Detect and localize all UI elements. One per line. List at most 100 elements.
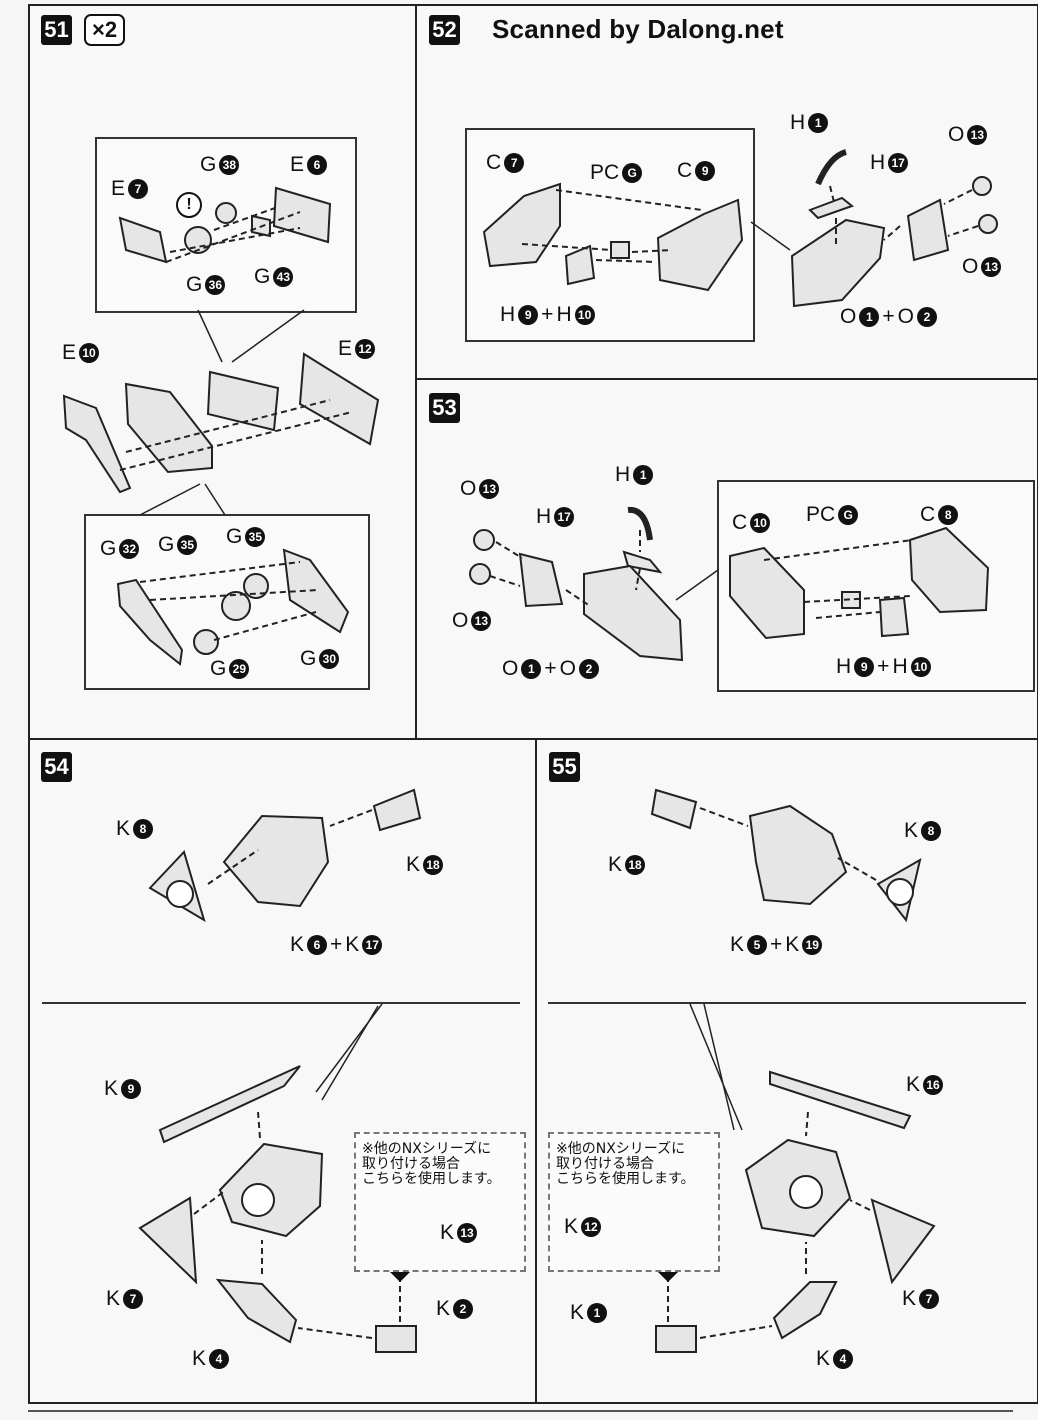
step-number: 54 [41,752,72,782]
k18-part [372,788,422,832]
k8-part [148,850,206,923]
center-block-part [206,370,280,432]
pc-g-part [841,591,861,609]
k7-part [870,1198,936,1285]
main-assembly-left [583,564,684,662]
k16-part [769,1070,912,1130]
step53-parts-drawing [469,506,990,662]
step51-parts-drawing [62,186,380,666]
part-number-badge: 10 [574,305,595,325]
part-number-badge: 1 [587,1303,608,1323]
part-number-badge: 8 [133,819,154,839]
note-text: ※他のNXシリーズに 取り付ける場合 こちらを使用します。 [362,1141,501,1187]
g29-part [193,629,219,655]
part-number-badge: 12 [581,1217,602,1237]
e6-part [272,186,332,244]
k9-part [158,1065,301,1144]
part-number-badge: 13 [981,257,1002,277]
scan-credit: Scanned by Dalong.net [492,14,784,44]
part-number-badge: 4 [209,1349,230,1369]
h17-part [808,196,855,220]
h17-part [622,550,663,574]
g30-part [282,548,350,634]
part-number-badge: 18 [423,855,444,875]
part-number-badge: 2 [916,307,937,327]
part-number-badge: 29 [229,659,250,679]
g35-ball-a [221,591,251,621]
part-number-badge: 9 [854,657,875,677]
center-assembly [744,1138,852,1238]
part-number-badge: 36 [205,275,226,295]
o13-cap-a [972,176,992,196]
g35-ball-b [243,573,269,599]
part-number-badge: 7 [504,153,525,173]
center-assembly [218,1142,324,1238]
step-number: 52 [429,15,460,45]
note-text: ※他のNXシリーズに 取り付ける場合 こちらを使用します。 [556,1141,695,1187]
k7-part [138,1196,198,1285]
e12-part [298,352,380,446]
part-number-badge: 10 [750,513,771,533]
o13-cap-b [469,563,491,585]
h1-part [627,506,653,541]
part-number-badge: 6 [307,155,328,175]
k6-k17-part [222,814,330,908]
c8-part [908,526,990,614]
part-number-badge: 35 [177,535,198,555]
part-number-badge: 13 [479,479,500,499]
c10-part [729,546,805,640]
part-number-badge: 12 [355,339,376,359]
part-number-badge: 13 [457,1223,478,1243]
part-number-badge: 1 [633,465,654,485]
c9-part [656,198,744,292]
part-number-badge: 1 [521,659,542,679]
part-number-badge: 32 [119,539,140,559]
part-number-badge: 19 [802,935,823,955]
part-number-badge: 38 [219,155,240,175]
part-number-badge: 9 [518,305,539,325]
o1-o2-part [518,552,564,608]
part-number-badge: 6 [307,935,328,955]
part-number-badge: 8 [921,821,942,841]
exclamation-icon: ! [176,192,202,218]
step52-parts-drawing [482,149,998,308]
g32-part [116,578,184,666]
part-number-badge: 13 [967,125,988,145]
part-number-badge: 18 [625,855,646,875]
h1-part [815,149,847,186]
step-number: 55 [549,752,580,782]
part-number-badge: 7 [128,179,149,199]
part-number-badge: 35 [245,527,266,547]
part-number-badge: 17 [362,935,383,955]
part-number-badge: 16 [923,1075,944,1095]
part-number-badge: 9 [695,161,716,181]
